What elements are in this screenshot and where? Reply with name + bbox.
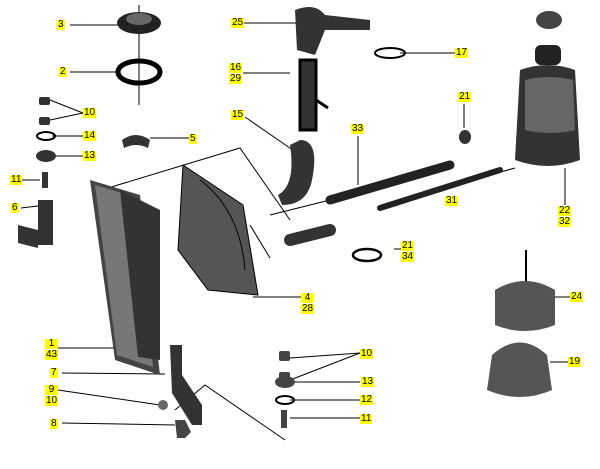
bracket-left-shape — [18, 200, 53, 248]
label-10-bottom: 10 — [360, 348, 374, 359]
hose-33-shape — [325, 160, 455, 205]
label-7: 7 — [50, 367, 58, 378]
label-2: 2 — [59, 66, 67, 77]
short-pipe-shape — [284, 224, 336, 246]
label-8: 8 — [50, 418, 58, 429]
label-13-top: 13 — [83, 150, 97, 161]
label-19: 19 — [568, 356, 582, 367]
label-6: 6 — [11, 202, 19, 213]
label-11-bottom: 11 — [360, 413, 373, 424]
label-14: 14 — [83, 130, 97, 141]
tank-cap-24-shape — [495, 250, 555, 331]
nut-lower-shape — [158, 400, 168, 410]
seal-ring-shape — [115, 58, 163, 86]
bracket-lower-shape — [170, 345, 202, 425]
fan-shroud-shape — [177, 164, 259, 296]
small-clamp-shape — [459, 130, 471, 144]
clamp-21-34-shape — [351, 247, 383, 263]
label-10-top: 10 — [83, 107, 97, 118]
clip-shape — [122, 135, 150, 148]
mount-hardware-top — [36, 97, 56, 188]
label-13-bottom: 13 — [361, 376, 375, 387]
radiator-shape — [90, 180, 160, 375]
label-12: 12 — [360, 394, 374, 405]
pipe-shape — [298, 58, 329, 132]
expansion-tank-shape — [515, 11, 580, 166]
hose-31-shape — [377, 167, 503, 211]
hose-clamp-shape — [374, 47, 406, 59]
label-25: 25 — [231, 17, 245, 28]
label-3: 3 — [57, 19, 65, 30]
label-21: 21 — [458, 91, 472, 102]
label-24: 24 — [570, 291, 584, 302]
label-5: 5 — [189, 133, 197, 144]
cap-shape — [117, 12, 161, 34]
tank-cap-19-shape — [487, 342, 552, 397]
label-31: 31 — [445, 195, 459, 206]
lower-hose-shape — [278, 140, 315, 205]
mount-hardware-bottom — [275, 351, 295, 428]
upper-hose-shape — [295, 6, 370, 55]
bolt-lower-shape — [175, 420, 191, 438]
label-17: 17 — [455, 47, 469, 58]
label-33: 33 — [351, 123, 365, 134]
label-11-top: 11 — [10, 174, 23, 185]
label-15: 15 — [231, 109, 245, 120]
